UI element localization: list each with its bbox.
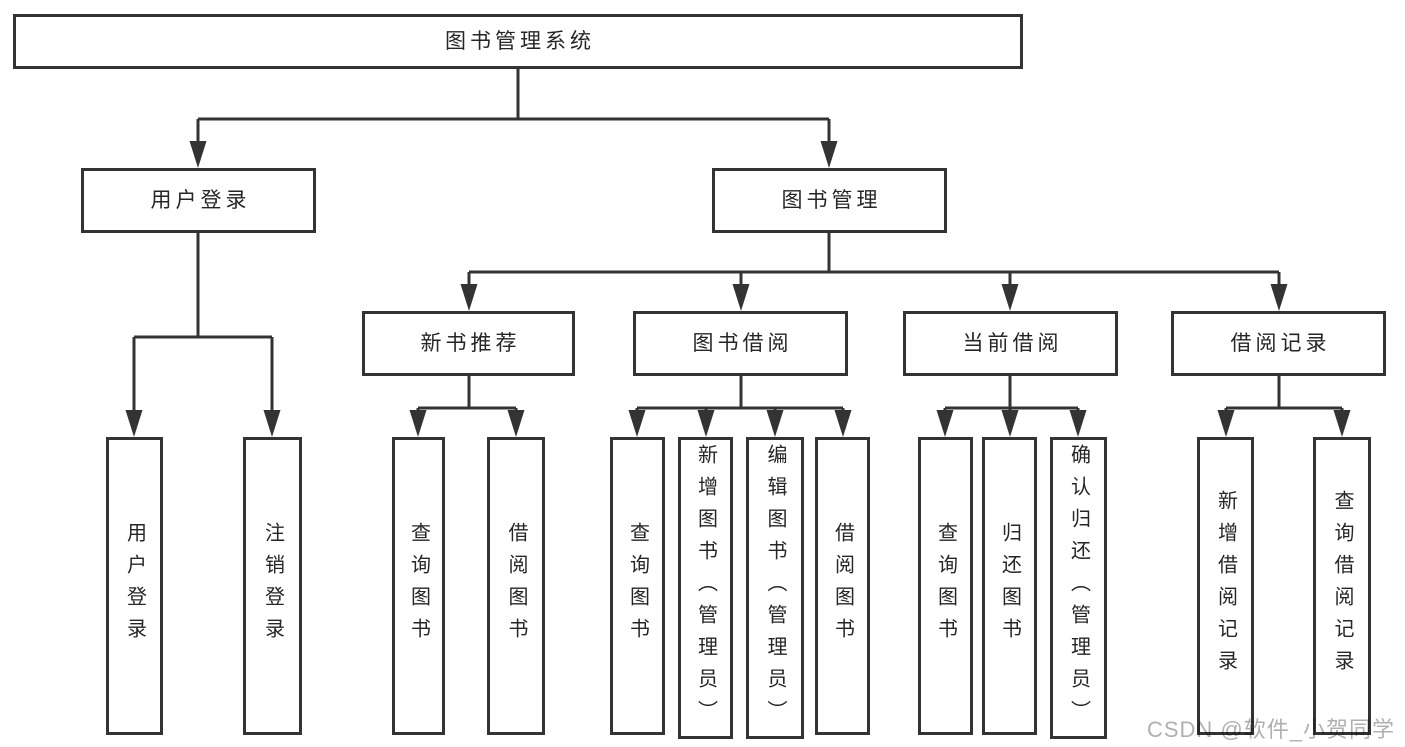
leaf-query-books-borrow-label: 查询图书 [626, 522, 649, 650]
arrowhead-icon [697, 410, 715, 437]
leaf-logout-label: 注销登录 [261, 522, 284, 650]
leaf-user-login: 用户登录 [106, 437, 163, 735]
leaf-borrow-books-recommend: 借阅图书 [487, 437, 545, 735]
leaf-query-books-current: 查询图书 [918, 437, 973, 735]
node-borrow-records: 借阅记录 [1171, 311, 1386, 376]
leaf-borrow-books: 借阅图书 [815, 437, 870, 735]
node-root: 图书管理系统 [13, 14, 1023, 69]
arrowhead-icon [834, 410, 852, 437]
arrowhead-icon [936, 410, 954, 437]
arrowhead-icon [263, 410, 281, 437]
leaf-user-login-label: 用户登录 [123, 522, 146, 650]
arrowhead-icon [1270, 284, 1288, 311]
leaf-add-borrow-record: 新增借阅记录 [1197, 437, 1254, 735]
node-new-book-recommend: 新书推荐 [362, 311, 575, 376]
node-book-management: 图书管理 [712, 168, 947, 233]
arrowhead-icon [1001, 284, 1019, 311]
leaf-confirm-return-admin: 确认归还（管理员） [1050, 437, 1107, 739]
leaf-borrow-books-label: 借阅图书 [831, 522, 854, 650]
node-root-label: 图书管理系统 [445, 30, 595, 53]
leaf-query-books-recommend: 查询图书 [392, 437, 445, 735]
leaf-confirm-return-admin-label: 确认归还（管理员） [1067, 444, 1090, 732]
arrowhead-icon [409, 410, 427, 437]
arrowhead-icon [189, 141, 207, 168]
arrowhead-icon [820, 141, 838, 168]
leaf-add-book-admin-label: 新增图书（管理员） [694, 444, 717, 732]
leaf-logout: 注销登录 [243, 437, 302, 735]
node-user-login: 用户登录 [81, 168, 316, 233]
arrowhead-icon [125, 410, 143, 437]
leaf-query-books-borrow: 查询图书 [610, 437, 665, 735]
node-current-borrow: 当前借阅 [903, 311, 1118, 376]
arrowhead-icon [732, 284, 750, 311]
leaf-borrow-books-recommend-label: 借阅图书 [505, 522, 527, 650]
arrowhead-icon [1001, 410, 1019, 437]
arrowhead-icon [460, 284, 478, 311]
arrowhead-icon [1069, 410, 1087, 437]
arrowhead-icon [628, 410, 646, 437]
node-book-management-label: 图书管理 [781, 189, 882, 212]
node-borrow-records-label: 借阅记录 [1230, 332, 1331, 355]
node-new-book-recommend-label: 新书推荐 [420, 332, 521, 355]
leaf-query-books-current-label: 查询图书 [934, 522, 957, 650]
leaf-query-books-recommend-label: 查询图书 [407, 522, 430, 650]
node-current-borrow-label: 当前借阅 [962, 332, 1063, 355]
arrowhead-icon [1217, 410, 1235, 437]
leaf-edit-book-admin-label: 编辑图书（管理员） [764, 444, 786, 732]
leaf-edit-book-admin: 编辑图书（管理员） [746, 437, 804, 739]
node-book-borrow: 图书借阅 [633, 311, 848, 376]
arrowhead-icon [507, 410, 525, 437]
leaf-add-borrow-record-label: 新增借阅记录 [1214, 490, 1237, 682]
node-book-borrow-label: 图书借阅 [692, 332, 793, 355]
leaf-return-book-label: 归还图书 [998, 522, 1021, 650]
leaf-return-book: 归还图书 [982, 437, 1037, 735]
arrowhead-icon [1333, 410, 1351, 437]
node-user-login-label: 用户登录 [150, 189, 251, 212]
leaf-add-book-admin: 新增图书（管理员） [678, 437, 733, 739]
arrowhead-icon [766, 410, 784, 437]
leaf-query-borrow-record-label: 查询借阅记录 [1331, 490, 1353, 682]
leaf-query-borrow-record: 查询借阅记录 [1313, 437, 1371, 735]
csdn-watermark: CSDN @软件_小贺同学 [1146, 717, 1395, 742]
